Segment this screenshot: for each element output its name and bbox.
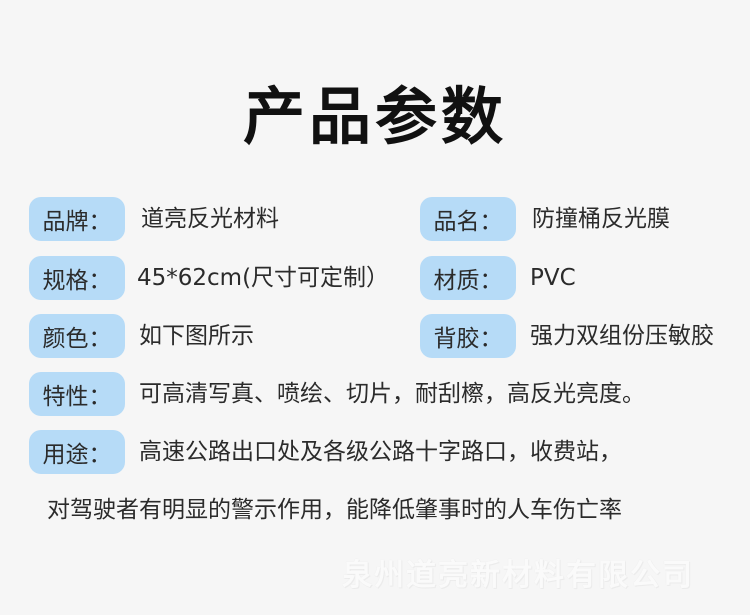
usage-label: 用途： (29, 430, 125, 474)
feature-value: 可高清写真、喷绘、切片，耐刮檫，高反光亮度。 (139, 381, 645, 407)
color-value: 如下图所示 (139, 323, 254, 349)
size-value: 45*62cm(尺寸可定制） (137, 265, 390, 291)
size-label: 规格： (29, 256, 125, 300)
adhesive-value: 强力双组份压敏胶 (530, 323, 714, 349)
color-label: 颜色： (29, 314, 125, 358)
usage-value: 高速公路出口处及各级公路十字路口，收费站， (139, 439, 622, 465)
brand-label: 品牌： (29, 197, 125, 241)
product-name-label: 品名： (420, 197, 516, 241)
product-name-value: 防撞桶反光膜 (532, 206, 670, 232)
material-label: 材质： (420, 256, 516, 300)
company-watermark: 泉州道亮新材料有限公司 (342, 558, 694, 593)
brand-value: 道亮反光材料 (141, 206, 279, 232)
material-value: PVC (530, 265, 576, 291)
page-title: 产品参数 (242, 80, 507, 153)
usage-value-continued: 对驾驶者有明显的警示作用，能降低肇事时的人车伤亡率 (47, 497, 622, 523)
adhesive-label: 背胶： (420, 314, 516, 358)
feature-label: 特性： (29, 372, 125, 416)
